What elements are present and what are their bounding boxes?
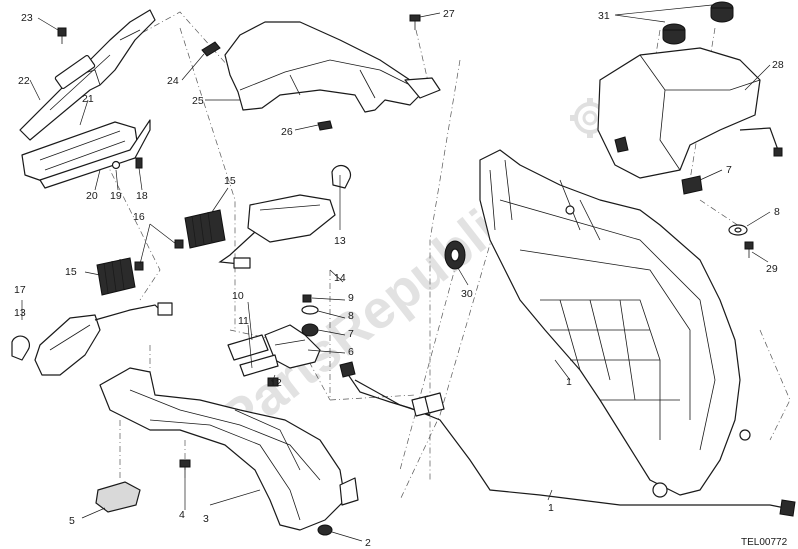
callout-19: 19 — [110, 190, 122, 202]
damper-7-top — [681, 175, 703, 195]
callout-17: 17 — [14, 284, 26, 296]
callout-31: 31 — [598, 10, 610, 22]
screw-29 — [744, 241, 754, 258]
callout-26: 26 — [281, 126, 293, 138]
callout-2: 2 — [365, 537, 371, 549]
callout-8-center: 8 — [348, 310, 354, 322]
callout-27: 27 — [443, 8, 455, 20]
callout-12: 12 — [270, 377, 282, 389]
bellows-15-left — [96, 257, 136, 296]
callout-30: 30 — [461, 288, 473, 300]
wiring-harness — [339, 361, 796, 517]
clip-26 — [317, 120, 333, 131]
callout-16: 16 — [133, 211, 145, 223]
nut-19-18 — [111, 157, 143, 170]
turn-signal-left — [11, 302, 173, 376]
license-plate-holder — [99, 367, 359, 536]
light-bracket — [227, 294, 321, 387]
screws-16 — [134, 239, 184, 271]
bellows-15-right — [184, 209, 226, 249]
callout-15-left: 15 — [65, 266, 77, 278]
callout-numbers: 23 22 21 20 19 18 24 25 26 27 31 28 7 8 … — [14, 8, 784, 549]
callout-24: 24 — [167, 75, 179, 87]
callout-5: 5 — [69, 515, 75, 527]
rear-subframe — [479, 149, 751, 498]
callout-15-right: 15 — [224, 175, 236, 187]
callout-20: 20 — [86, 190, 98, 202]
callout-9: 9 — [348, 292, 354, 304]
washer-8-right — [728, 224, 748, 236]
clip-24 — [201, 41, 221, 57]
rubber-grommets-31 — [662, 1, 734, 45]
callout-21: 21 — [82, 93, 94, 105]
clip-5 — [95, 481, 141, 513]
callout-1-harness: 1 — [548, 502, 554, 514]
grommet-30 — [444, 240, 466, 270]
callout-13-left: 13 — [14, 307, 26, 319]
screw-27 — [409, 14, 421, 30]
callout-6: 6 — [348, 346, 354, 358]
callout-14: 14 — [334, 272, 346, 284]
callout-13-right: 13 — [334, 235, 346, 247]
callout-18: 18 — [136, 190, 148, 202]
callout-22: 22 — [18, 75, 30, 87]
mudguard-cover — [224, 21, 441, 113]
callout-25: 25 — [192, 95, 204, 107]
callout-29: 29 — [766, 263, 778, 275]
turn-signal-right — [218, 164, 352, 269]
callout-4: 4 — [179, 509, 185, 521]
callout-23: 23 — [21, 12, 33, 24]
callout-11: 11 — [238, 315, 249, 327]
callout-10: 10 — [232, 290, 244, 302]
callout-1-frame: 1 — [566, 376, 572, 388]
plate-bracket-strip — [19, 9, 156, 141]
reflector-plate — [21, 119, 151, 189]
callout-7-right: 7 — [726, 164, 732, 176]
leader-lines — [21, 4, 771, 542]
callout-8-right: 8 — [774, 206, 780, 218]
electronics-box — [597, 47, 783, 179]
screw-4 — [179, 459, 191, 478]
callout-7-center: 7 — [348, 328, 354, 340]
reference-code: TEL00772 — [741, 537, 788, 548]
screw-23 — [57, 27, 67, 44]
callout-3: 3 — [203, 513, 209, 525]
callout-28: 28 — [772, 59, 784, 71]
